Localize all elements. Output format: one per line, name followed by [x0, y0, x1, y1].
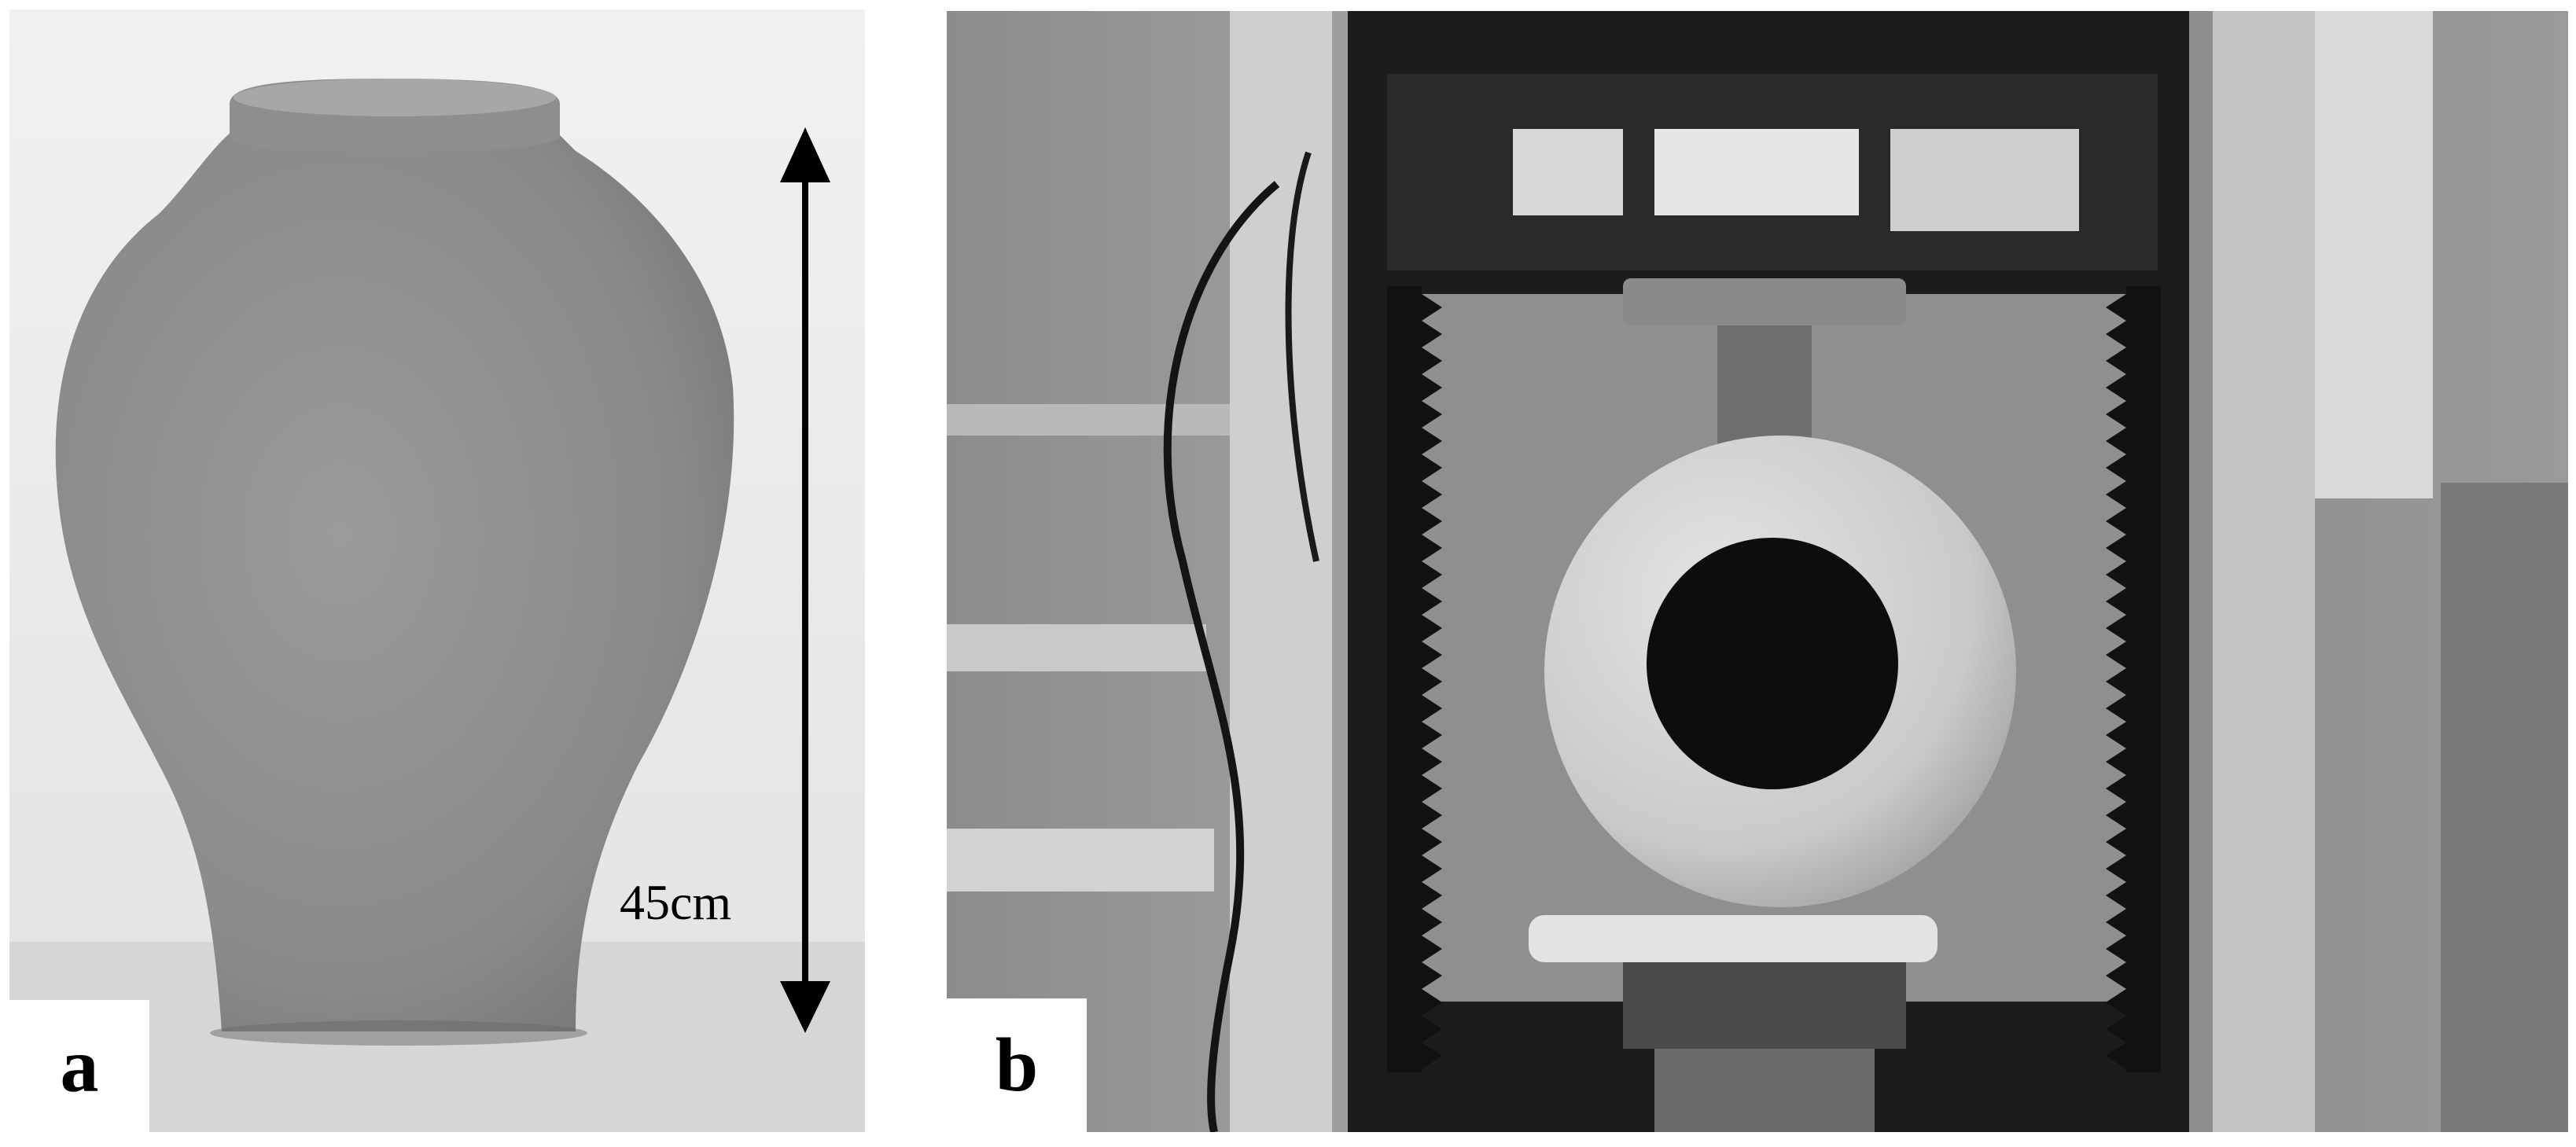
- rail-tooth: [1422, 454, 1442, 481]
- lower-platen: [1529, 915, 1938, 962]
- rail-tooth: [1422, 374, 1442, 401]
- rail-tooth: [1422, 829, 1442, 855]
- rail-tooth: [2106, 695, 2126, 722]
- rail-tooth: [1422, 428, 1442, 454]
- vase-body: [55, 127, 734, 1031]
- rail-tooth: [2106, 508, 2126, 535]
- panel-b-letter: b: [947, 998, 1087, 1132]
- rail-tooth: [2106, 802, 2126, 829]
- rail-tooth: [1422, 321, 1442, 347]
- rail-tooth: [1422, 962, 1442, 989]
- test-machine-photo: [947, 11, 2568, 1132]
- rail-tooth: [2106, 561, 2126, 588]
- rail-tooth: [1422, 642, 1442, 668]
- rail-tooth: [2106, 588, 2126, 615]
- rail-tooth: [1422, 535, 1442, 561]
- panel-a-letter: a: [9, 1000, 149, 1132]
- rail-tooth: [2106, 347, 2126, 374]
- right-column: [2213, 11, 2315, 1132]
- rail-tooth: [1422, 802, 1442, 829]
- rail-tooth: [2106, 668, 2126, 695]
- rail-tooth: [1422, 909, 1442, 936]
- rail-tooth: [2106, 909, 2126, 936]
- vase-height-label: 45cm: [620, 874, 732, 930]
- rail-tooth: [2106, 374, 2126, 401]
- rail-tooth: [2106, 401, 2126, 428]
- rail-tooth: [2106, 962, 2126, 989]
- rail-tooth: [1422, 695, 1442, 722]
- panel-b-test-machine-photo: b: [947, 11, 2568, 1132]
- rail-tooth: [2106, 615, 2126, 642]
- rail-tooth: [1422, 481, 1442, 508]
- left-serrated-rail: [1387, 286, 1442, 1072]
- rail-tooth: [2106, 535, 2126, 561]
- rail-tooth: [1422, 508, 1442, 535]
- vase-photo: [9, 9, 865, 1132]
- rail-tooth: [2106, 428, 2126, 454]
- rail-tooth: [1422, 401, 1442, 428]
- rail-tooth: [2106, 748, 2126, 775]
- height-arrow-top-head: [780, 127, 830, 182]
- cable: [1163, 181, 1280, 1132]
- rail-tooth: [2106, 936, 2126, 962]
- rail-tooth: [2106, 829, 2126, 855]
- rail-tooth: [2106, 989, 2126, 1016]
- rail-tooth: [1422, 347, 1442, 374]
- rail-tooth: [2106, 321, 2126, 347]
- rail-tooth: [1422, 1042, 1442, 1069]
- upper-platen: [1623, 278, 1906, 325]
- rail-tooth: [2106, 775, 2126, 802]
- rail-tooth: [1422, 936, 1442, 962]
- rail-tooth: [2106, 855, 2126, 882]
- rail-tooth: [1422, 855, 1442, 882]
- rail-tooth: [1422, 775, 1442, 802]
- rail-tooth: [2106, 1016, 2126, 1042]
- rail-tooth: [1422, 615, 1442, 642]
- panel-a-vase-photo: 45cm a: [9, 9, 865, 1132]
- rail-tooth: [2106, 454, 2126, 481]
- rail-tooth: [2106, 294, 2126, 321]
- rail-tooth: [1422, 588, 1442, 615]
- rail-tooth: [2106, 882, 2126, 909]
- rail-tooth: [1422, 989, 1442, 1016]
- rail-tooth: [2106, 722, 2126, 748]
- left-column: [1230, 11, 1332, 1132]
- rail-tooth: [1422, 722, 1442, 748]
- rail-tooth: [2106, 1042, 2126, 1069]
- rail-tooth: [1422, 748, 1442, 775]
- rail-tooth: [1422, 668, 1442, 695]
- height-arrow-bottom-head: [780, 981, 830, 1033]
- rail-tooth: [1422, 294, 1442, 321]
- sphere-opening: [1647, 538, 1898, 789]
- rail-tooth: [2106, 642, 2126, 668]
- rail-tooth: [1422, 561, 1442, 588]
- right-serrated-rail: [2106, 286, 2161, 1072]
- rail-tooth: [2106, 481, 2126, 508]
- rail-tooth: [1422, 1016, 1442, 1042]
- rail-tooth: [1422, 882, 1442, 909]
